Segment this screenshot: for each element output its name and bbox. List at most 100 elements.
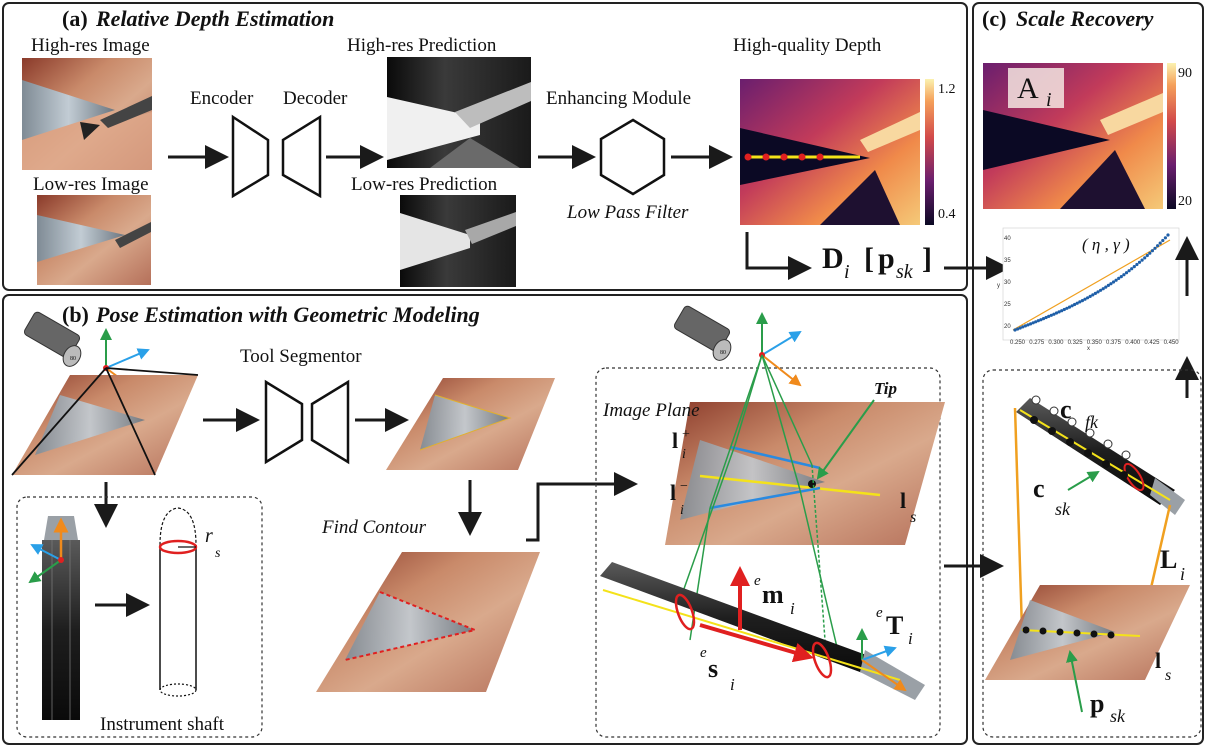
scatter-point xyxy=(1013,328,1017,332)
e-m-label: m xyxy=(762,580,784,609)
scatter-point xyxy=(1109,282,1113,286)
tool-segmentor-label: Tool Segmentor xyxy=(240,346,362,367)
scatter-point xyxy=(1137,260,1142,264)
p-sk-point xyxy=(1073,629,1081,637)
p-sk-pointer xyxy=(1066,650,1083,713)
scatter-point xyxy=(1067,305,1072,309)
scatter-point xyxy=(1044,315,1048,320)
scatter-point xyxy=(1135,262,1139,267)
scatter-point xyxy=(1018,326,1022,330)
tip-pointer xyxy=(816,399,875,480)
c-sk-point xyxy=(1102,460,1110,468)
e-s-label: s xyxy=(708,654,718,683)
depth-colorbar xyxy=(925,79,934,225)
scatter-point xyxy=(1130,267,1134,271)
scatter-x-tick: 0.300 xyxy=(1048,340,1064,346)
contour-image-plane xyxy=(316,552,540,692)
encoder-decoder-block xyxy=(231,114,322,199)
low-res-image xyxy=(37,195,151,285)
scatter-point xyxy=(1104,285,1108,289)
tip-label: Tip xyxy=(874,379,897,398)
scatter-point xyxy=(1163,236,1167,240)
scatter-point xyxy=(1161,238,1165,243)
scatter-point xyxy=(1088,294,1092,298)
high-res-image-label: High-res Image xyxy=(31,35,150,56)
scatter-point xyxy=(1039,318,1043,322)
l-s-subscript: s xyxy=(1165,667,1171,684)
image-plane-label: Image Plane xyxy=(602,400,700,421)
depth-sample-formula: D i [ p sk ] xyxy=(822,242,932,283)
e-m-subscript: i xyxy=(790,599,795,618)
p-sk-point xyxy=(1039,627,1047,635)
panel-a-title: Relative Depth Estimation xyxy=(95,6,334,31)
arrow-to-image-plane xyxy=(526,472,638,542)
scatter-point xyxy=(1086,296,1090,300)
p-sk-point xyxy=(1107,631,1115,639)
low-res-prediction-label: Low-res Prediction xyxy=(351,174,498,195)
l-minus-superscript: − xyxy=(680,479,688,494)
tool-segmentor-block xyxy=(264,379,350,465)
p-sk-subscript: sk xyxy=(1110,706,1126,726)
c-fk-point xyxy=(1085,428,1095,438)
c-fk-label: c xyxy=(1060,395,1072,424)
segmented-image-plane xyxy=(386,378,555,470)
input-image-plane-b xyxy=(11,367,199,476)
c-sk-point xyxy=(1084,449,1092,457)
p-sk-point xyxy=(1090,630,1098,638)
high-quality-depth-map xyxy=(740,79,920,225)
scatter-point xyxy=(1099,288,1103,292)
scatter-point xyxy=(1096,290,1100,294)
scatter-x-tick: 0.250 xyxy=(1010,340,1026,346)
scatter-point xyxy=(1026,323,1030,327)
scatter-point xyxy=(1062,307,1066,312)
scatter-y-tick: 30 xyxy=(1004,280,1011,286)
scatter-point xyxy=(1034,320,1038,324)
c-fk-subscript: fk xyxy=(1085,412,1099,432)
c-sk-label: c xyxy=(1033,474,1045,503)
scatter-point xyxy=(1031,321,1035,325)
tool-3d-model-b xyxy=(600,562,925,700)
scale-geometry-inset xyxy=(982,369,1202,738)
depth-colorbar-min: 0.4 xyxy=(938,207,956,222)
instrument-shaft-label: Instrument shaft xyxy=(100,714,225,735)
scatter-point xyxy=(1127,269,1131,273)
panel-b-letter: (b) xyxy=(62,302,89,327)
l-plus-subscript: i xyxy=(682,447,686,462)
panel-b-frame xyxy=(2,294,968,745)
scatter-point xyxy=(1143,256,1147,260)
svg-text:]: ] xyxy=(922,242,932,275)
decoder-label: Decoder xyxy=(283,88,348,109)
c-sk-subscript: sk xyxy=(1055,499,1071,519)
scatter-points xyxy=(1013,233,1170,332)
scatter-x-tick: 0.375 xyxy=(1106,340,1122,346)
c-sk-points xyxy=(1030,416,1128,479)
scatter-point xyxy=(1083,297,1087,301)
scatter-point xyxy=(1021,325,1025,329)
c-fk-point xyxy=(1031,395,1041,405)
l-s-label: l xyxy=(1155,648,1161,673)
c-sk-point xyxy=(1066,438,1074,446)
scatter-point xyxy=(1023,324,1027,328)
scatter-point xyxy=(1054,311,1059,315)
shaft-model-inset xyxy=(16,496,263,738)
e-s-superscript: e xyxy=(700,645,707,661)
panel-c-frame xyxy=(972,2,1204,745)
scatter-point xyxy=(1150,249,1154,253)
scatter-x-tick: 0.350 xyxy=(1087,340,1103,346)
e-s-subscript: i xyxy=(730,675,735,694)
c-sk-point xyxy=(1048,427,1056,435)
scatter-point xyxy=(1148,251,1152,255)
scatter-point xyxy=(1073,302,1077,307)
scatter-point xyxy=(1029,322,1033,326)
scatter-point xyxy=(1052,312,1056,316)
e-T-label: T xyxy=(886,611,903,640)
scatter-x-tick: 0.425 xyxy=(1144,340,1160,346)
scatter-point xyxy=(1166,233,1170,237)
l-s-image-subscript: s xyxy=(910,509,916,526)
panel-c-letter: (c) xyxy=(982,6,1006,31)
scatter-x-tick: 0.325 xyxy=(1068,340,1084,346)
c-fk-point xyxy=(1121,450,1131,460)
shaft-radius-subscript: s xyxy=(215,546,221,561)
svg-text:D: D xyxy=(822,242,844,275)
